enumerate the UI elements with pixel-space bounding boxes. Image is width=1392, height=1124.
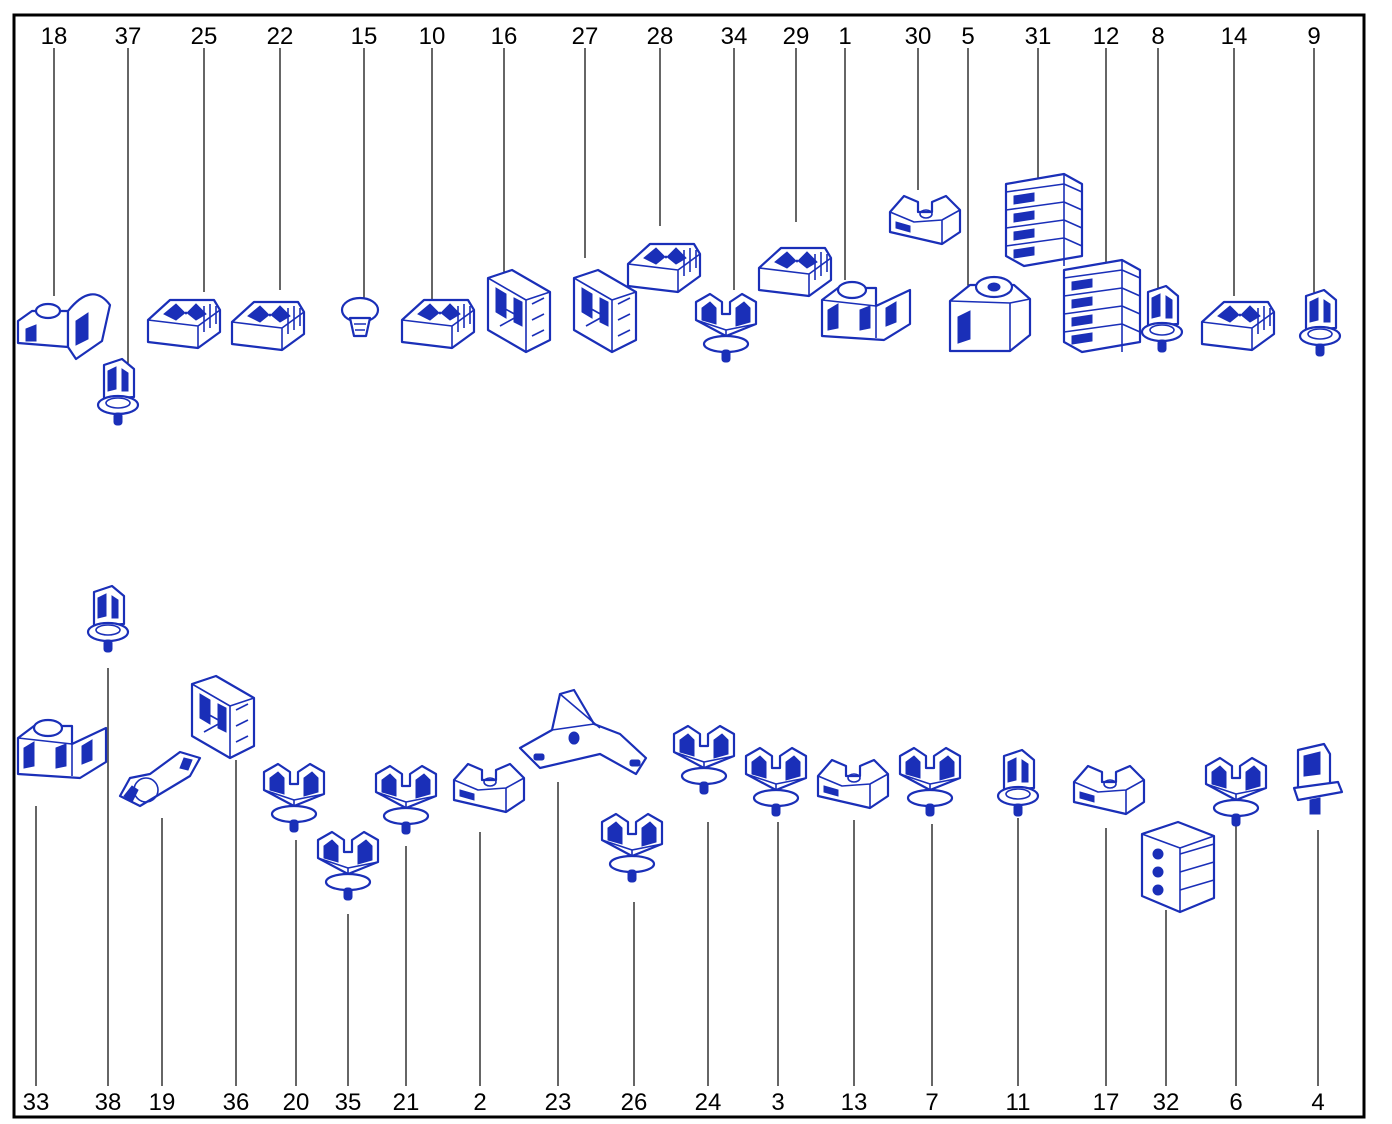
clip-bracket-icon	[16, 293, 112, 361]
part-label-21: 21	[393, 1089, 420, 1116]
triple-block-icon	[1140, 820, 1216, 914]
part-label-28: 28	[647, 23, 674, 50]
ribbed-block-icon	[626, 242, 702, 294]
diagram-frame	[12, 13, 1366, 1119]
saddle-clip-icon	[452, 762, 526, 814]
multi-clip-rack-icon	[1062, 258, 1142, 354]
ribbed-block-icon	[757, 246, 833, 298]
pipe-clip-icon	[374, 764, 438, 835]
part-label-1: 1	[838, 23, 851, 50]
part-label-5: 5	[961, 23, 974, 50]
part-label-36: 36	[223, 1089, 250, 1116]
part-label-6: 6	[1229, 1089, 1242, 1116]
push-clip-icon	[996, 748, 1040, 817]
part-label-27: 27	[572, 23, 599, 50]
pipe-clip-icon	[1204, 756, 1268, 827]
part-label-30: 30	[905, 23, 932, 50]
multi-clip-rack-icon	[1004, 172, 1084, 268]
ribbed-block-icon	[400, 298, 476, 350]
parts-group	[16, 172, 1344, 914]
pipe-clip-icon	[262, 762, 326, 833]
leader-lines	[35, 48, 1319, 1086]
part-label-13: 13	[841, 1089, 868, 1116]
part-label-10: 10	[419, 23, 446, 50]
ribbed-block-icon	[146, 298, 222, 350]
part-label-32: 32	[1153, 1089, 1180, 1116]
saddle-clip-icon	[816, 758, 890, 810]
push-clip-icon	[86, 584, 130, 653]
double-clip-icon	[16, 718, 108, 780]
ribbed-block-icon	[1200, 300, 1276, 352]
push-rivet-icon	[340, 296, 380, 338]
cup-clip-icon	[948, 275, 1032, 353]
part-label-26: 26	[621, 1089, 648, 1116]
part-label-11: 11	[1006, 1089, 1031, 1116]
part-label-4: 4	[1311, 1089, 1324, 1116]
pipe-clip-icon	[600, 812, 664, 883]
part-label-8: 8	[1151, 23, 1164, 50]
pipe-clip-icon	[694, 292, 758, 363]
part-label-14: 14	[1221, 23, 1248, 50]
push-clip-icon	[96, 357, 140, 426]
part-label-22: 22	[267, 23, 294, 50]
part-label-3: 3	[771, 1089, 784, 1116]
part-label-38: 38	[95, 1089, 122, 1116]
large-block-icon	[572, 268, 638, 354]
part-label-29: 29	[783, 23, 810, 50]
double-clip-icon	[820, 280, 912, 342]
part-label-15: 15	[351, 23, 378, 50]
bracket-plate-icon	[518, 688, 648, 776]
part-label-20: 20	[283, 1089, 310, 1116]
pipe-clip-icon	[316, 830, 380, 901]
pipe-clip-icon	[744, 746, 808, 817]
part-label-37: 37	[115, 23, 142, 50]
push-clip-icon	[1298, 288, 1342, 357]
part-label-18: 18	[41, 23, 68, 50]
part-label-25: 25	[191, 23, 218, 50]
saddle-clip-icon	[888, 194, 962, 246]
part-label-31: 31	[1025, 23, 1052, 50]
part-label-23: 23	[545, 1089, 572, 1116]
part-label-7: 7	[925, 1089, 938, 1116]
large-block-icon	[486, 268, 552, 354]
part-label-19: 19	[149, 1089, 176, 1116]
large-block-icon	[190, 674, 256, 760]
part-label-12: 12	[1093, 23, 1120, 50]
saddle-clip-icon	[1072, 764, 1146, 816]
part-label-9: 9	[1307, 23, 1320, 50]
ribbed-block-icon	[230, 300, 306, 352]
push-clip-icon	[1140, 284, 1184, 353]
part-label-24: 24	[695, 1089, 722, 1116]
part-label-16: 16	[491, 23, 518, 50]
pipe-clip-icon	[672, 724, 736, 795]
part-label-35: 35	[335, 1089, 362, 1116]
part-label-33: 33	[23, 1089, 50, 1116]
part-label-2: 2	[473, 1089, 486, 1116]
part-label-17: 17	[1093, 1089, 1120, 1116]
part-label-34: 34	[721, 23, 748, 50]
hook-clip-icon	[1292, 742, 1344, 815]
cable-tie-clip-icon	[118, 750, 202, 808]
pipe-clip-icon	[898, 746, 962, 817]
